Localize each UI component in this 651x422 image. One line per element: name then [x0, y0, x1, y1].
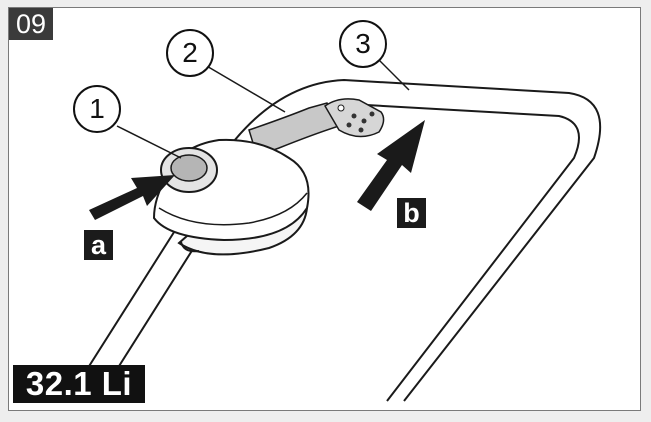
- arrow-label-b: b: [397, 198, 426, 228]
- callout-3: 3: [339, 20, 387, 68]
- handle-bar: [66, 78, 602, 402]
- arrow-b: [357, 120, 425, 211]
- callout-2: 2: [166, 29, 214, 77]
- cable-clip: [324, 98, 385, 138]
- callout-1: 1: [73, 85, 121, 133]
- handle-illustration: [66, 57, 602, 402]
- step-number-badge: 09: [9, 8, 53, 40]
- switch-housing: [152, 138, 310, 256]
- arrow-a: [89, 175, 175, 220]
- leader-line-3: [376, 57, 410, 91]
- arrow-label-a: a: [84, 230, 113, 260]
- model-badge: 32.1 Li: [13, 365, 145, 403]
- handle-bar-inner: [96, 102, 580, 402]
- illustration-frame: 09 1 2 3 a b 32.1 Li: [8, 7, 641, 411]
- leader-line-1: [116, 125, 182, 159]
- leader-line-2: [204, 64, 286, 113]
